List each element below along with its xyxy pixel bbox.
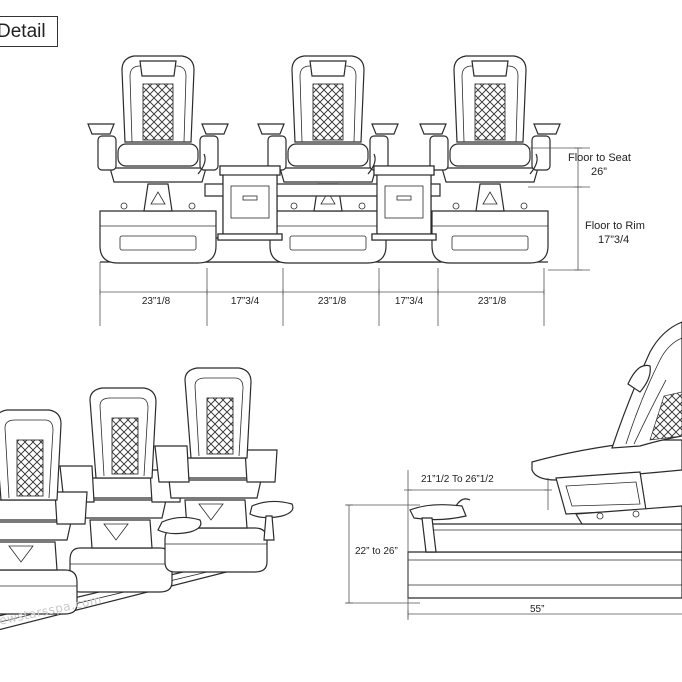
side-view: [345, 321, 682, 620]
width-dimension: 23”1/8: [477, 296, 507, 307]
height-range-label: 22” to 26”: [355, 546, 398, 557]
detail-title: Detail: [0, 16, 58, 47]
floor-to-rim-value: 17”3/4: [598, 234, 630, 246]
length-label: 55”: [530, 604, 545, 615]
width-dimension: 17”3/4: [230, 296, 260, 307]
floor-to-rim-label: Floor to Rim: [585, 220, 645, 232]
floor-to-seat-label: Floor to Seat: [568, 152, 631, 164]
front-view: [87, 55, 590, 326]
perspective-view: [0, 367, 294, 631]
floor-to-seat-value: 26”: [591, 166, 607, 178]
width-dimension: 23”1/8: [317, 296, 347, 307]
width-dimension: 17”3/4: [394, 296, 424, 307]
width-dimension: 23”1/8: [141, 296, 171, 307]
footrest-range-label: 21”1/2 To 26”1/2: [421, 474, 494, 485]
